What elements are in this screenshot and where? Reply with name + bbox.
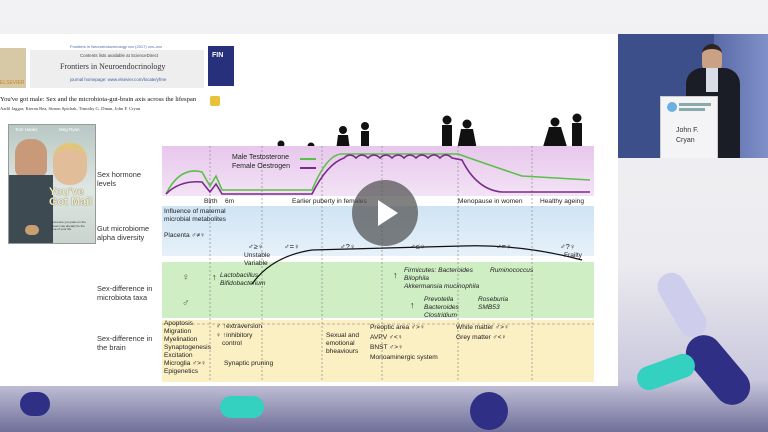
paper-title: You've got male: Sex and the microbiota-… (0, 96, 196, 103)
journal-badge-text: FIN (212, 52, 223, 59)
row-label-brain: Sex-difference in the brain (97, 334, 161, 352)
timeline-birth: Birth (204, 198, 218, 206)
gut-influence: Influence of maternal microbial metaboli… (164, 208, 236, 223)
poster-tagline: Someone you pass on the street may alrea… (51, 221, 91, 232)
decor-blob (470, 392, 508, 430)
legend-female-swatch (300, 167, 316, 169)
taxa-m3: Clostridium (424, 312, 457, 320)
podium: John F. Cryan (660, 96, 718, 158)
poster-dog (25, 225, 39, 235)
gut-compare-4: ♂≤♀ (410, 243, 425, 251)
brain-process: Migration (164, 328, 191, 336)
timeline-ageing: Healthy ageing (540, 198, 584, 206)
timeline-menopause: Menopause in women (458, 198, 523, 206)
poster-face-woman (53, 143, 87, 185)
brain-process: Synaptogenesis (164, 344, 211, 352)
gut-compare-6: ♂?♀ (560, 243, 575, 251)
brain-sexual-3: bheaviours (326, 348, 358, 356)
conference-logo-text (679, 103, 711, 106)
taxa-m4: Roseburia (478, 296, 508, 304)
decor-blob (652, 268, 711, 343)
journal-badge: FIN (208, 46, 234, 86)
brain-preoptic: Preoptic area ♂>♀ (370, 324, 425, 332)
arrow-up-icon: ↑ (410, 300, 415, 310)
taxa-f1: Firmicutes: Bacteroides (404, 267, 473, 275)
journal-box: Contents lists available at ScienceDirec… (30, 50, 204, 88)
legend-female: Female Oestrogen (232, 163, 290, 170)
brain-ext-2: ♀ ↑inhibitory (216, 332, 252, 340)
brain-sexual-2: emotional (326, 340, 355, 348)
brain-process: Epigenetics (164, 368, 198, 376)
taxa-female-symbol: ♀ (182, 272, 190, 283)
row-label-hormone: Sex hormone levels (97, 170, 157, 188)
taxa-early-2: Bifidobacterium (220, 280, 265, 288)
taxa-f4: Ruminococcus (490, 267, 533, 275)
brain-ext-3: control (222, 340, 242, 348)
journal-header: ELSEVIER Frontiers in Neuroendocrinology… (0, 44, 236, 92)
movie-poster: Tom Hanks Meg Ryan You've Got Mail Someo… (8, 124, 96, 244)
brain-process: Myelination (164, 336, 197, 344)
taxa-m1: Prevotella (424, 296, 453, 304)
play-button[interactable] (352, 180, 418, 246)
presentation-slide: ELSEVIER Frontiers in Neuroendocrinology… (0, 34, 618, 386)
brain-avpv: AVPV ♂<♀ (370, 334, 403, 342)
row-label-taxa: Sex-difference in microbiota taxa (97, 284, 161, 302)
gut-compare-2: ♂=♀ (284, 243, 300, 251)
contents-line: Contents lists available at ScienceDirec… (80, 53, 158, 58)
brain-process: Microglia ♂>♀ (164, 360, 206, 368)
gut-variable: Variable (244, 260, 268, 268)
poster-title: You've Got Mail (49, 187, 93, 207)
brain-pruning: Synaptic pruning (224, 360, 273, 368)
legend-male: Male Testosterone (232, 154, 289, 161)
journal-header-line: Frontiers in Neuroendocrinology xxx (201… (70, 44, 162, 49)
poster-actor2: Meg Ryan (59, 127, 80, 132)
journal-name: Frontiers in Neuroendocrinology (60, 62, 165, 71)
taxa-early-1: Lactobacillus (220, 272, 258, 280)
decor-blob (634, 350, 699, 393)
poster-face-man (15, 139, 47, 177)
taxa-f2: Bilophila (404, 275, 429, 283)
timeline-6m: 6m (225, 198, 234, 206)
conference-logo (667, 102, 677, 112)
paper-authors: Aadil Jaggar, Kieran Rea, Simon Spichak,… (0, 106, 140, 111)
brain-bnst: BNST ♂>♀ (370, 344, 403, 352)
timeline-frailty: Frailty (564, 252, 582, 260)
legend-male-swatch (300, 158, 316, 160)
speaker-name-2: Cryan (676, 137, 695, 144)
gut-placenta: Placenta ♂≠♀ (164, 232, 205, 240)
brain-ext-1: ♂ ↑extraversion (216, 323, 262, 331)
brain-sexual-1: Sexual and (326, 332, 359, 340)
decor-blob (20, 392, 50, 416)
decor-blob (220, 396, 264, 418)
gut-compare-5: ♂=♀ (496, 243, 512, 251)
journal-homepage: journal homepage: www.elsevier.com/locat… (70, 77, 166, 82)
taxa-m2: Bacteroides (424, 304, 459, 312)
poster-actor1: Tom Hanks (15, 127, 38, 132)
taxa-male-symbol: ♂ (182, 298, 190, 309)
brain-process: Apoptosis (164, 320, 193, 328)
conference-logo-text (679, 108, 705, 111)
crossmark-icon (210, 96, 220, 106)
gut-compare-1: ♂≥♀ (248, 243, 263, 251)
speaker-video: John F. Cryan (618, 34, 768, 158)
brain-process: Excitation (164, 352, 193, 360)
brain-grey: Grey matter ♂<♀ (456, 334, 506, 342)
brain-mono: Monoaminergic system (370, 354, 438, 362)
row-label-gut: Gut microbiome alpha diversity (97, 224, 163, 242)
taxa-f3: Akkermansia mucinophila (404, 283, 479, 291)
arrow-up-icon: ↑ (212, 272, 217, 282)
arrow-up-icon: ↑ (393, 270, 398, 280)
speaker-shirt (706, 68, 718, 92)
publisher-logo-text: ELSEVIER (0, 80, 24, 88)
gut-unstable: Unstable (244, 252, 270, 260)
brain-white: White matter ♂>♀ (456, 324, 509, 332)
taxa-m5: SMB53 (478, 304, 500, 312)
gut-compare-3: ♂?♀ (340, 243, 355, 251)
speaker-name-1: John F. (676, 127, 699, 134)
